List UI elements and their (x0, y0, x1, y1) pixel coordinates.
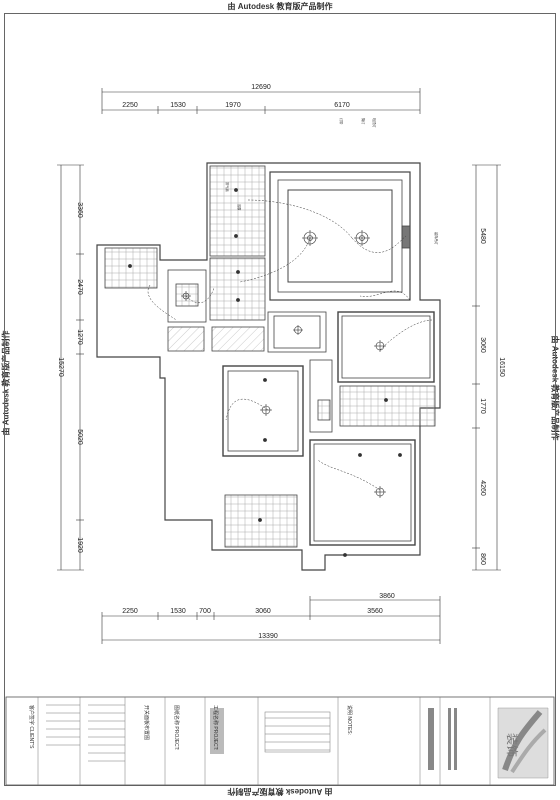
balcony-small (104, 247, 158, 289)
dim-left-3: 1270 (76, 329, 83, 345)
cabinet-mid (211, 326, 265, 352)
dim-right-total: 16150 (498, 357, 505, 377)
annotations: 吸顶灯 筒灯 灯带 装饰吊灯 排气扇 浴霸 (225, 118, 439, 246)
bath-center (267, 311, 327, 353)
dim-right-1: 5480 (479, 228, 486, 244)
note-downlight: 筒灯 (361, 118, 366, 125)
dim-top-3: 1970 (225, 102, 241, 109)
bathroom (167, 269, 207, 323)
corridor (309, 359, 333, 433)
living-room (269, 171, 411, 301)
top-dimensions: 12690 2250 1530 1970 6170 (101, 84, 421, 114)
dim-bottom-1: 2250 (122, 608, 138, 615)
bedroom-bottom (309, 439, 416, 546)
dim-bottom-5: 3560 (367, 608, 383, 615)
floor-plan (96, 162, 441, 571)
drawing-title: 开关面板布置图 (143, 705, 150, 740)
ceiling-light-icon (374, 486, 386, 498)
chandelier-icon (354, 230, 370, 246)
dim-left-2: 2470 (76, 279, 83, 295)
note-bath-heater: 浴霸 (237, 204, 242, 210)
dim-left-1: 3360 (76, 202, 83, 218)
note-ceiling-light: 吸顶灯 (372, 118, 377, 128)
bath-heater-icon (181, 291, 191, 301)
bottom-dimensions: 3860 2250 1530 700 3060 3560 13390 (101, 593, 441, 644)
ceiling-light-icon (374, 340, 386, 352)
ceiling-lights (128, 188, 402, 557)
ceiling-light-icon (293, 325, 303, 335)
dim-bottom-upper: 3860 (379, 593, 395, 600)
cabinet-left (167, 326, 205, 352)
bedroom-master (222, 365, 304, 457)
dim-top-4: 6170 (334, 102, 350, 109)
dim-left-total: 15270 (57, 357, 64, 377)
client-signature-label: 客户签字 CLIENT'S (28, 705, 35, 749)
dim-left-4: 5020 (76, 429, 83, 445)
balcony-right (339, 385, 436, 427)
dim-bottom-3: 700 (199, 608, 211, 615)
company-logo: 装饰 (497, 707, 549, 779)
dim-top-1: 2250 (122, 102, 138, 109)
dim-right-4: 4260 (479, 480, 486, 496)
right-dimensions: 5480 3060 1770 4260 860 16150 (472, 164, 505, 571)
left-dimensions: 3360 2470 1270 5020 1920 15270 (57, 164, 84, 571)
kitchen-tiles (209, 165, 266, 257)
dim-top-2: 1530 (170, 102, 186, 109)
dining-tiles (209, 257, 266, 321)
dim-right-5: 860 (479, 553, 486, 565)
dim-right-3: 1770 (479, 398, 486, 414)
ceiling-light-icon (260, 404, 272, 416)
drawing-name-label: 图纸名称 PROJECT: (173, 705, 180, 751)
note-chandelier: 装饰吊灯 (434, 232, 439, 246)
dim-left-5: 1920 (76, 537, 83, 553)
logo-text: 装饰 (505, 733, 519, 757)
bedroom-right (337, 311, 435, 383)
note-exhaust-fan: 排气扇 (225, 182, 230, 192)
watermark-top: 由 Autodesk 教育版产品制作 (227, 2, 333, 11)
chandelier-icon (302, 230, 318, 246)
notes-label: 说明 NOTES: (346, 705, 353, 735)
dim-bottom-2: 1530 (170, 608, 186, 615)
dim-top-total: 12690 (251, 84, 271, 91)
project-name-stamp (210, 708, 224, 754)
dim-bottom-4: 3060 (255, 608, 271, 615)
note-light-strip: 灯带 (339, 118, 344, 125)
drawing-frame (4, 13, 556, 786)
title-block: 客户签字 CLIENT'S 开关面板布置图 图纸名称 PROJECT: 工程名称… (5, 696, 555, 786)
project-name-label: 工程名称 PROJECT: (212, 705, 219, 751)
dim-bottom-total: 13390 (258, 633, 278, 640)
dim-right-2: 3060 (479, 337, 486, 353)
